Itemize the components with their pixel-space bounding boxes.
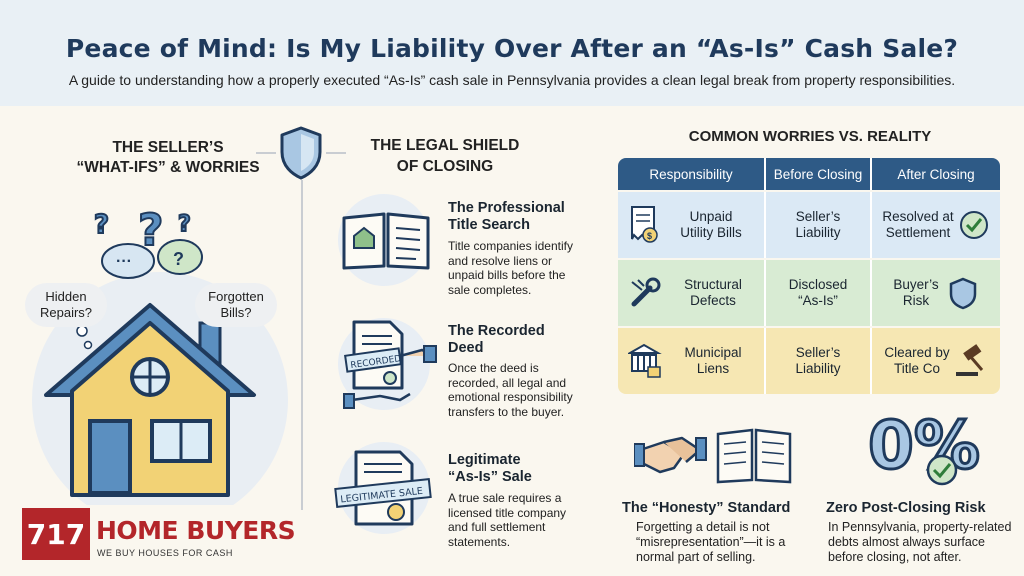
- column-header: Before Closing: [766, 158, 872, 190]
- building-lock-icon: [628, 343, 662, 378]
- logo-name: HOME BUYERS: [96, 516, 296, 545]
- svg-text:?: ?: [173, 249, 184, 269]
- table-cell: Cleared by Title Co: [872, 328, 1000, 394]
- cell-text: Buyer’s Risk: [893, 277, 939, 308]
- cell-text: Structural Defects: [684, 277, 742, 308]
- wrench-icon: [631, 277, 661, 307]
- cell-text: Cleared by Title Co: [884, 345, 950, 376]
- legal-shield-heading: THE LEGAL SHIELD OF CLOSING: [370, 137, 520, 175]
- cell-text: Resolved at Settlement: [882, 209, 954, 240]
- header-band: [0, 0, 1024, 106]
- honesty-text: Forgetting a detail is not “misrepresent…: [636, 520, 786, 564]
- zero-risk-text: In Pennsylvania, property-related debts …: [828, 520, 1012, 564]
- table-cell: Resolved at Settlement: [872, 192, 1000, 258]
- bill-icon: $: [631, 206, 658, 243]
- page-title: Peace of Mind: Is My Liability Over Afte…: [65, 34, 959, 63]
- step-text: A true sale requires a licensed title co…: [448, 491, 567, 549]
- cell-text: Municipal Liens: [684, 345, 742, 376]
- company-logo: 717 HOME BUYERS WE BUY HOUSES FOR CASH: [22, 508, 312, 568]
- cell-text: Seller’s Liability: [795, 345, 841, 376]
- shield-icon: [949, 277, 976, 310]
- divider-line: [326, 152, 346, 154]
- svg-text:$: $: [647, 231, 652, 241]
- cell-text: Unpaid Utility Bills: [680, 209, 742, 240]
- zero-risk-title: Zero Post-Closing Risk: [826, 500, 986, 516]
- table-cell: Buyer’s Risk: [872, 260, 1000, 326]
- table-cell: Structural Defects: [618, 260, 766, 326]
- divider-line: [256, 152, 276, 154]
- worried-house-illustration: ? ? ? ··· ?: [32, 204, 288, 505]
- divider-line: [301, 180, 303, 510]
- hidden-repairs-bubble: Hidden Repairs?: [25, 283, 107, 327]
- table-row: Municipal Liens Seller’s Liability Clear…: [618, 328, 1000, 394]
- worries-heading: THE SELLER’S “WHAT-IFS” & WORRIES: [76, 139, 260, 176]
- table-row: Structural Defects Disclosed “As-Is” Buy…: [618, 260, 1000, 326]
- cell-text: Seller’s Liability: [795, 209, 841, 240]
- page-subtitle: A guide to understanding how a properly …: [68, 72, 956, 88]
- legitimate-sale-icon: LEGITIMATE SALE: [334, 450, 432, 526]
- thought-cloud-icon: [101, 243, 155, 279]
- step-title: The Professional Title Search: [448, 200, 565, 233]
- logo-tagline: WE BUY HOUSES FOR CASH: [97, 548, 233, 558]
- column-header: Responsibility: [618, 158, 766, 190]
- step-title: The Recorded Deed: [448, 323, 545, 356]
- step-text: Title companies identify and resolve lie…: [448, 239, 573, 297]
- handshake-book-icon: [634, 428, 792, 484]
- bubble-text: Forgotten Bills?: [208, 289, 264, 320]
- logo-number: 717: [22, 508, 90, 560]
- svg-text:?: ?: [94, 210, 109, 240]
- table-cell: Municipal Liens: [618, 328, 766, 394]
- thought-cloud-icon: [157, 239, 203, 275]
- svg-text:?: ?: [178, 212, 191, 237]
- table-cell: Seller’s Liability: [766, 328, 872, 394]
- worries-table: Responsibility Before Closing After Clos…: [618, 158, 1000, 394]
- table-header: Responsibility Before Closing After Clos…: [618, 158, 1000, 190]
- worries-vs-reality-heading: COMMON WORRIES VS. REALITY: [688, 128, 932, 145]
- table-row: $ Unpaid Utility Bills Seller’s Liabilit…: [618, 192, 1000, 258]
- table-cell: Seller’s Liability: [766, 192, 872, 258]
- table-cell: Disclosed “As-Is”: [766, 260, 872, 326]
- check-icon: [926, 454, 958, 486]
- gavel-icon: [955, 344, 983, 376]
- bubble-text: Hidden Repairs?: [39, 289, 93, 320]
- forgotten-bills-bubble: Forgotten Bills?: [195, 283, 277, 327]
- check-icon: [959, 211, 988, 239]
- step-text: Once the deed is recorded, all legal and…: [448, 361, 573, 419]
- cell-text: Disclosed “As-Is”: [788, 277, 848, 308]
- recorded-deed-icon: RECORDED: [343, 320, 437, 409]
- house-icon: [44, 303, 256, 497]
- table-cell: $ Unpaid Utility Bills: [618, 192, 766, 258]
- open-book-icon: [342, 212, 430, 270]
- column-header: After Closing: [897, 166, 975, 182]
- zero-percent-figure: 0%: [866, 407, 981, 484]
- svg-text:···: ···: [116, 253, 132, 270]
- honesty-title: The “Honesty” Standard: [622, 500, 791, 516]
- step-title: Legitimate “As-Is” Sale: [448, 452, 532, 485]
- shield-icon: [280, 126, 322, 180]
